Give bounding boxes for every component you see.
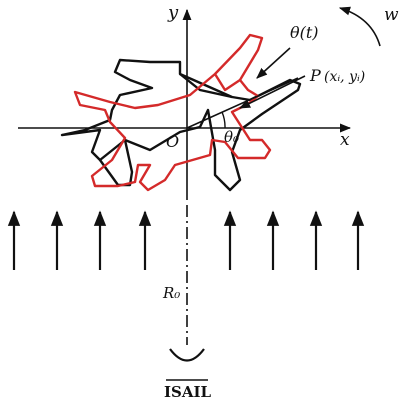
radar-dish-icon [169, 348, 205, 362]
rotation-arrow-icon [338, 6, 381, 47]
theta0-label: θ₀ [224, 128, 239, 146]
theta-t-label: θ(t) [290, 23, 319, 42]
aircraft-red [73, 33, 272, 192]
origin-label: O [166, 132, 179, 151]
range-label: R₀ [162, 284, 180, 302]
point-p-label: P [309, 66, 321, 85]
omega-label: w [384, 5, 399, 25]
theta-t-pointer [256, 47, 291, 79]
y-axis-label: y [167, 2, 179, 23]
radar-label: ISAIL [164, 383, 212, 401]
point-coords-label: (xᵢ, yᵢ) [324, 69, 365, 85]
theta0-arc [221, 111, 226, 129]
incident-wave-arrows [7, 210, 365, 270]
aircraft-black [60, 58, 302, 192]
x-axis-label: x [340, 130, 350, 150]
point-p-arrow [238, 75, 306, 109]
